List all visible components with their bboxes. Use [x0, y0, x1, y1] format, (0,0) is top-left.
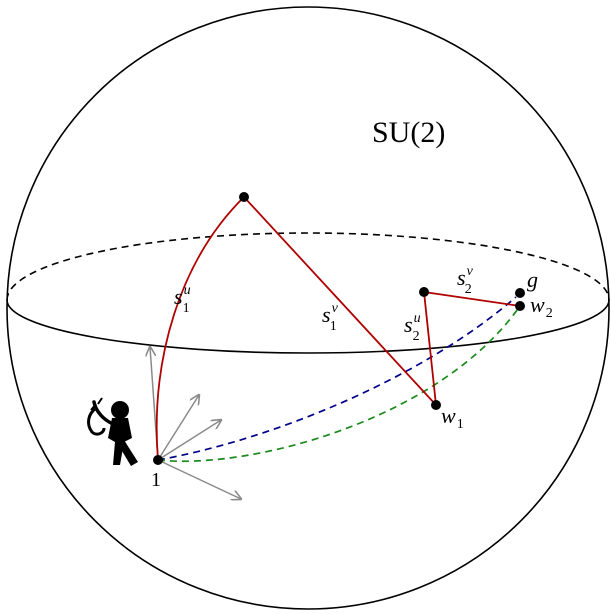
segment-s2u	[423, 291, 437, 406]
label-w2: w2	[530, 292, 553, 321]
red-geodesic-path	[155, 196, 521, 461]
point-g	[515, 288, 525, 298]
tangent-arrow	[157, 395, 199, 461]
equator-front-solid	[6, 299, 610, 354]
tangent-arrows	[150, 347, 241, 499]
point-origin	[153, 455, 163, 465]
equator-back-dashed	[6, 232, 610, 301]
points	[153, 192, 525, 465]
golfer-icon	[87, 397, 138, 466]
segment-s2v	[423, 291, 521, 307]
label-origin: 1	[151, 469, 161, 491]
sphere-outline	[6, 6, 610, 610]
diagram-title: SU(2)	[372, 116, 445, 149]
point-s1u-end	[239, 192, 249, 202]
point-s2u-end	[419, 287, 429, 297]
point-w1	[431, 400, 441, 410]
label-g: g	[527, 267, 538, 292]
tangent-arrow	[157, 459, 241, 499]
segment-s1u	[155, 196, 245, 461]
label-w1: w1	[441, 403, 464, 432]
blue-dashed-path	[157, 296, 517, 461]
tangent-arrow	[157, 420, 221, 461]
segment-s1v	[243, 196, 437, 406]
point-w2	[515, 301, 525, 311]
green-dashed-path	[157, 305, 521, 463]
